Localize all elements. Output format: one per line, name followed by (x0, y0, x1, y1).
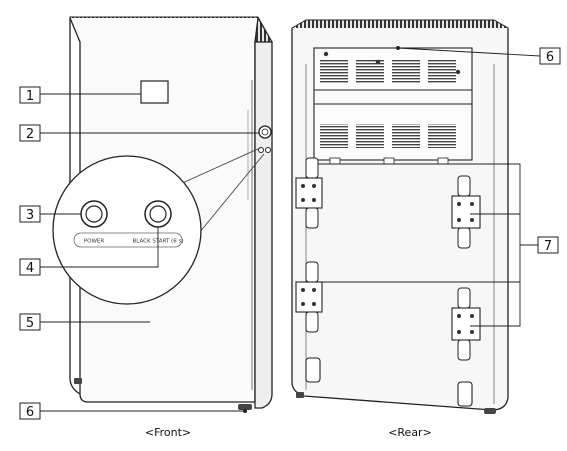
leader-lines (40, 46, 541, 413)
edge-button-small-1 (258, 147, 264, 153)
button-zoom-detail: POWER BLACK START (6 s) (52, 155, 202, 305)
svg-text:3: 3 (26, 208, 34, 223)
callout-5: 5 (19, 313, 41, 331)
button-label-strip (73, 232, 183, 248)
display-window (140, 80, 169, 104)
rear-handle-right (457, 381, 473, 407)
edge-button-large (258, 125, 272, 139)
callout-4: 4 (19, 258, 41, 276)
front-foot-left (74, 378, 82, 384)
callout-boxes: 1 2 3 4 5 6 6 7 (19, 47, 561, 420)
bracket-right-lower (451, 287, 481, 361)
rear-caption: <Rear> (388, 426, 432, 439)
svg-text:6: 6 (546, 50, 554, 65)
callout-1: 1 (19, 86, 41, 104)
svg-text:1: 1 (26, 89, 34, 104)
bracket-left-upper (295, 157, 323, 229)
bracket-right-upper (451, 175, 481, 249)
svg-text:2: 2 (26, 127, 34, 142)
edge-button-small-2 (265, 147, 271, 153)
callout-6-rear: 6 (539, 47, 561, 65)
callout-7: 7 (537, 236, 559, 254)
callout-3: 3 (19, 205, 41, 223)
front-foot-right (238, 404, 252, 410)
callout-6-front: 6 (19, 402, 41, 420)
front-left-edge (69, 18, 81, 395)
svg-text:5: 5 (26, 316, 34, 331)
power-label: POWER (84, 239, 105, 245)
svg-text:7: 7 (544, 239, 552, 254)
svg-text:6: 6 (26, 405, 34, 420)
zoom-connector (177, 147, 265, 245)
bracket-left-lower (295, 261, 323, 333)
svg-text:4: 4 (26, 261, 34, 276)
callout-2: 2 (19, 124, 41, 142)
rear-handle-left (305, 357, 321, 383)
front-side-panel (254, 41, 273, 409)
rear-unit (291, 19, 509, 414)
front-caption: <Front> (145, 426, 191, 439)
